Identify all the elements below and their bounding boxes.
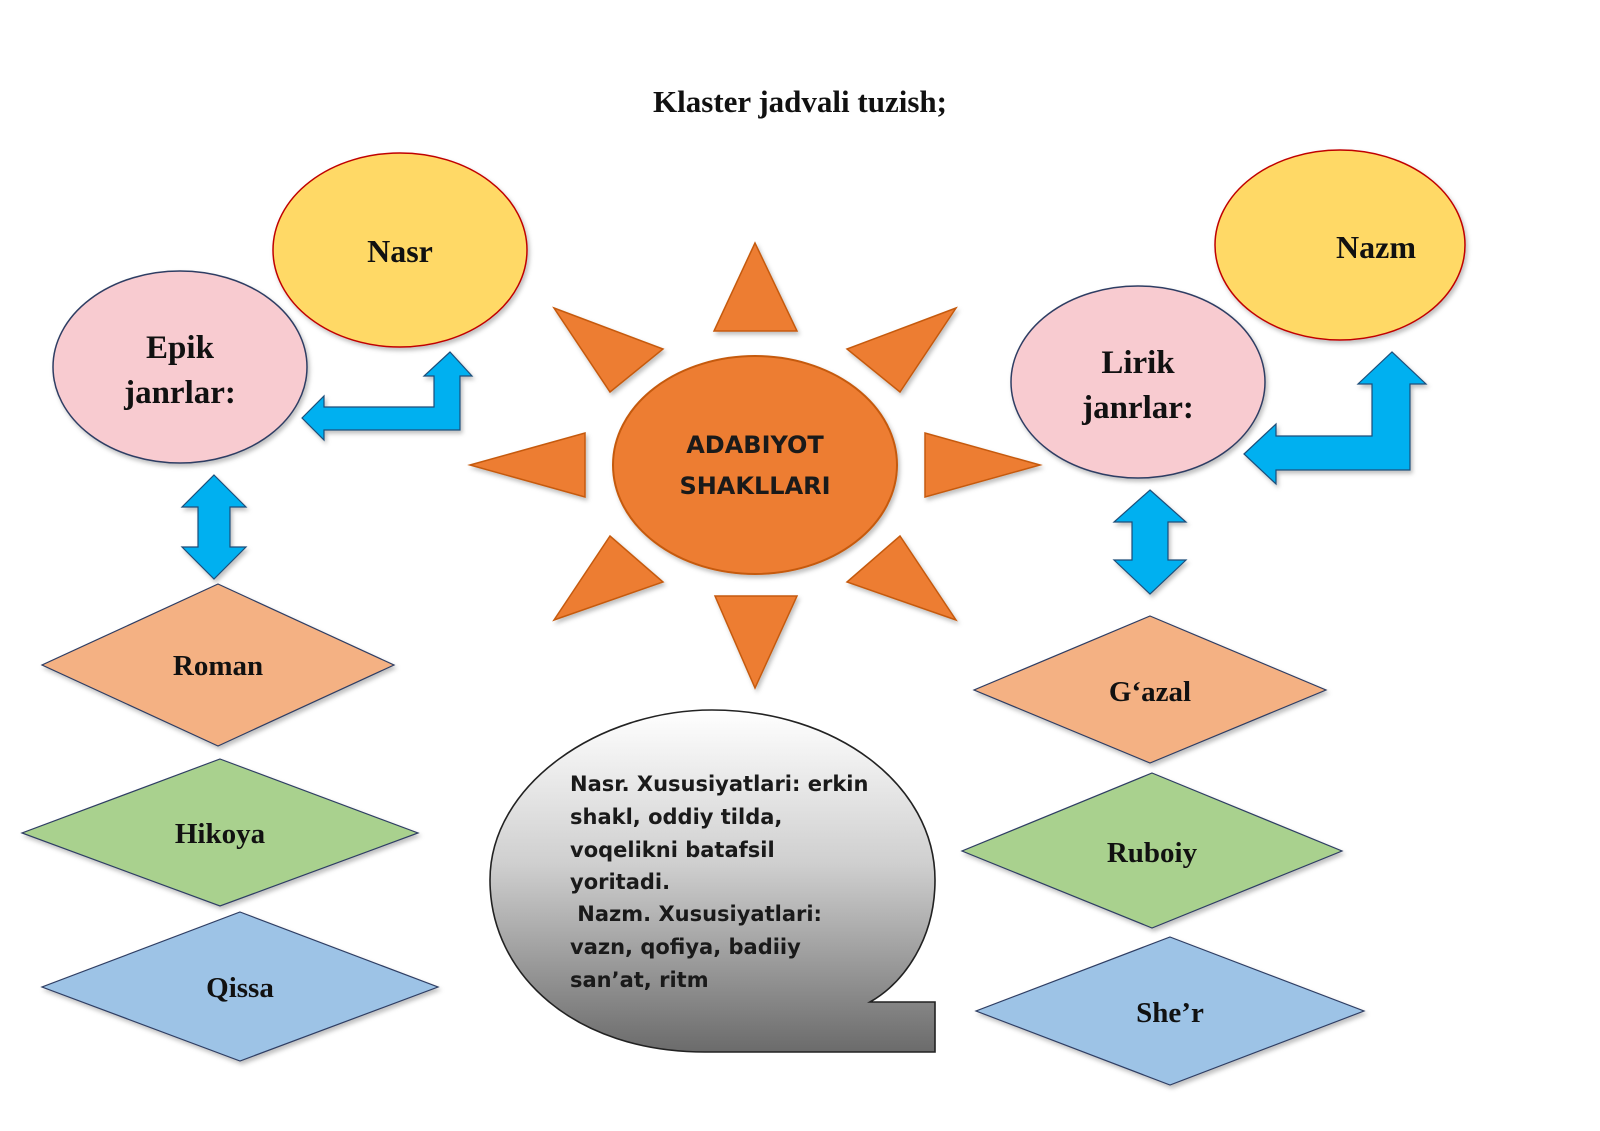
gazal-diamond [972, 615, 1328, 764]
callout-line-4: yoritadi. [570, 870, 670, 894]
sun-ray-bottom [713, 595, 799, 690]
center-oval [612, 355, 898, 575]
bent-arrow-left [301, 351, 474, 442]
callout-line-3: voqelikni batafsil [570, 838, 775, 862]
callout-line-2: shakl, oddiy tilda, [570, 805, 782, 829]
sun-ray-left [467, 432, 586, 498]
sun-ray-bottom-right [845, 534, 958, 622]
roman-diamond [40, 583, 396, 747]
lirik-label-line2: janrlar: [1081, 390, 1194, 426]
roman-label: Roman [173, 650, 263, 682]
hikoya-label: Hikoya [175, 818, 266, 850]
callout-line-7: san’at, ritm [570, 968, 709, 992]
sun-ray-right [924, 432, 1043, 498]
ruboiy-label: Ruboiy [1107, 837, 1198, 869]
nasr-oval [272, 152, 528, 348]
lirik-genres-oval [1010, 285, 1266, 479]
bent-arrow-right [1243, 351, 1428, 486]
sun-rays [467, 241, 1043, 690]
updown-arrow-right [1112, 489, 1188, 595]
nazm-oval [1214, 149, 1466, 341]
epik-label-line2: janrlar: [123, 375, 236, 411]
epik-label-line1: Epik [146, 330, 215, 366]
nazm-label: Nazm [1336, 229, 1416, 265]
qissa-label: Qissa [206, 972, 274, 1004]
sher-label: She’r [1136, 997, 1204, 1029]
callout-line-1: Nasr. Xususiyatlari: erkin [570, 772, 868, 796]
updown-arrow-left [180, 474, 248, 580]
qissa-diamond [40, 911, 440, 1062]
nasr-label: Nasr [367, 233, 433, 269]
gazal-label: G‘azal [1109, 676, 1191, 708]
sun-ray-top [712, 241, 799, 332]
center-label-line1: ADABIYOT [686, 431, 824, 459]
ruboiy-diamond [960, 772, 1344, 929]
epik-genres-oval [52, 270, 308, 464]
hikoya-diamond [20, 758, 420, 907]
center-label-line2: SHAKLLARI [679, 472, 830, 500]
callout-line-6: vazn, qofiya, badiiy [570, 935, 801, 959]
lirik-label-line1: Lirik [1101, 345, 1175, 381]
page-title: Klaster jadvali tuzish; [653, 84, 947, 119]
sun-ray-bottom-left [552, 534, 665, 622]
callout-line-5: Nazm. Xususiyatlari: [570, 902, 822, 926]
sun-ray-top-right [845, 306, 958, 394]
callout-text: Nasr. Xususiyatlari: erkin shakl, oddiy … [570, 772, 868, 992]
sher-diamond [974, 936, 1366, 1086]
sun-ray-top-left [552, 306, 665, 394]
callout-bubble [489, 709, 936, 1053]
